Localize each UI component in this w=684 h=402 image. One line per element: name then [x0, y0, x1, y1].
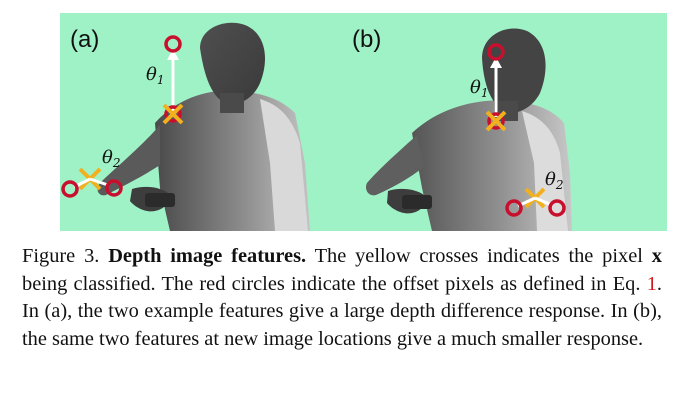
device	[402, 195, 432, 209]
equation-reference-link[interactable]: 1	[646, 272, 657, 295]
panel-b: (b) θ1 θ2	[342, 13, 667, 231]
theta2-arrow-right	[89, 177, 109, 187]
depth-image-b: (b) θ1 θ2	[342, 13, 667, 231]
offset-circle	[548, 199, 566, 217]
caption-text: The yellow crosses indicates the pixel	[306, 245, 652, 267]
depth-image-a: (a) θ1 θ2	[60, 13, 385, 231]
panel-a: (a) θ1 θ2	[60, 13, 385, 231]
caption-title: Depth image features.	[108, 245, 307, 267]
panel-label: (b)	[352, 26, 381, 53]
panel-label: (a)	[70, 26, 99, 53]
theta2-arrow-right	[534, 196, 553, 207]
theta2-label: θ2	[545, 169, 563, 192]
offset-circle	[505, 199, 523, 217]
left-arm	[366, 135, 424, 196]
offset-circle	[487, 112, 505, 130]
theta2-label: θ2	[102, 147, 120, 170]
device	[145, 193, 175, 207]
caption-variable: x	[651, 245, 662, 267]
head	[482, 28, 546, 113]
theta1-arrowhead	[490, 57, 502, 68]
offset-circle	[164, 35, 182, 53]
offset-circle	[105, 179, 123, 197]
yellow-cross-icon	[485, 110, 507, 132]
offset-circle	[61, 180, 79, 198]
torso-light	[260, 99, 308, 231]
theta1-label: θ1	[146, 64, 164, 87]
head	[200, 22, 265, 105]
caption-text: being classified. The red circles indica…	[22, 272, 647, 295]
left-arm	[97, 125, 160, 196]
theta1-label: θ1	[470, 77, 488, 100]
offset-circle	[487, 43, 505, 61]
figure-caption: Figure 3. Depth image features. The yell…	[22, 243, 662, 353]
neck	[220, 93, 244, 113]
yellow-cross-icon	[162, 103, 184, 125]
offset-circle	[164, 105, 182, 123]
theta1-arrowhead	[167, 49, 179, 60]
caption-label: Figure 3.	[22, 245, 100, 267]
caption-text: . In (a), the two example features give …	[22, 272, 662, 350]
